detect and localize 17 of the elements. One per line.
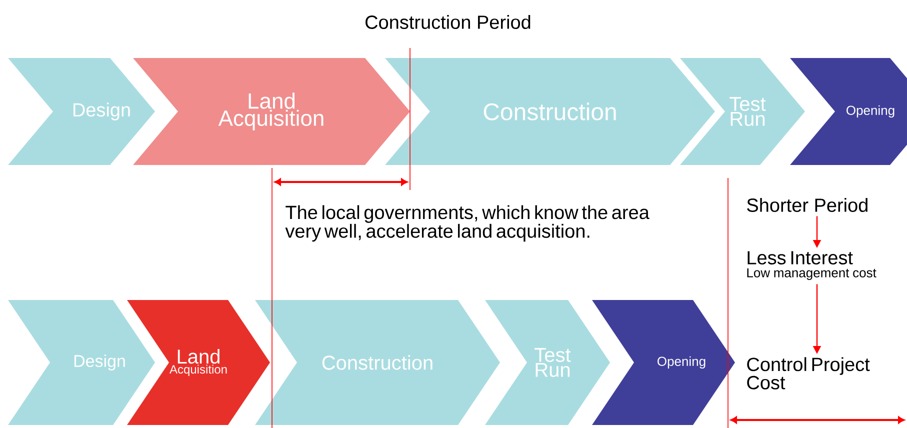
node-label: Test Run <box>730 97 766 126</box>
process-step: Opening <box>790 58 907 165</box>
note-text: The local governments, which know the area very well, accelerate land acquisition. <box>285 205 650 242</box>
process-step: Opening <box>592 300 735 425</box>
note-text: Shorter Period <box>747 198 868 212</box>
note-text: Control Project Cost <box>747 357 870 390</box>
process-step: Land Acquisition <box>127 300 270 425</box>
process-step: Test Run <box>680 58 805 165</box>
process-step: Land Acquisition <box>133 58 410 165</box>
process-step: Construction <box>255 300 500 425</box>
node-label: Construction <box>484 102 616 120</box>
process-step: Design <box>8 58 155 165</box>
note-text: Less Interest Low management cost <box>747 251 876 280</box>
process-step: Construction <box>385 58 715 165</box>
process-step: Design <box>8 300 155 425</box>
process-step: Test Run <box>485 300 610 425</box>
title: Construction Period <box>366 15 530 29</box>
